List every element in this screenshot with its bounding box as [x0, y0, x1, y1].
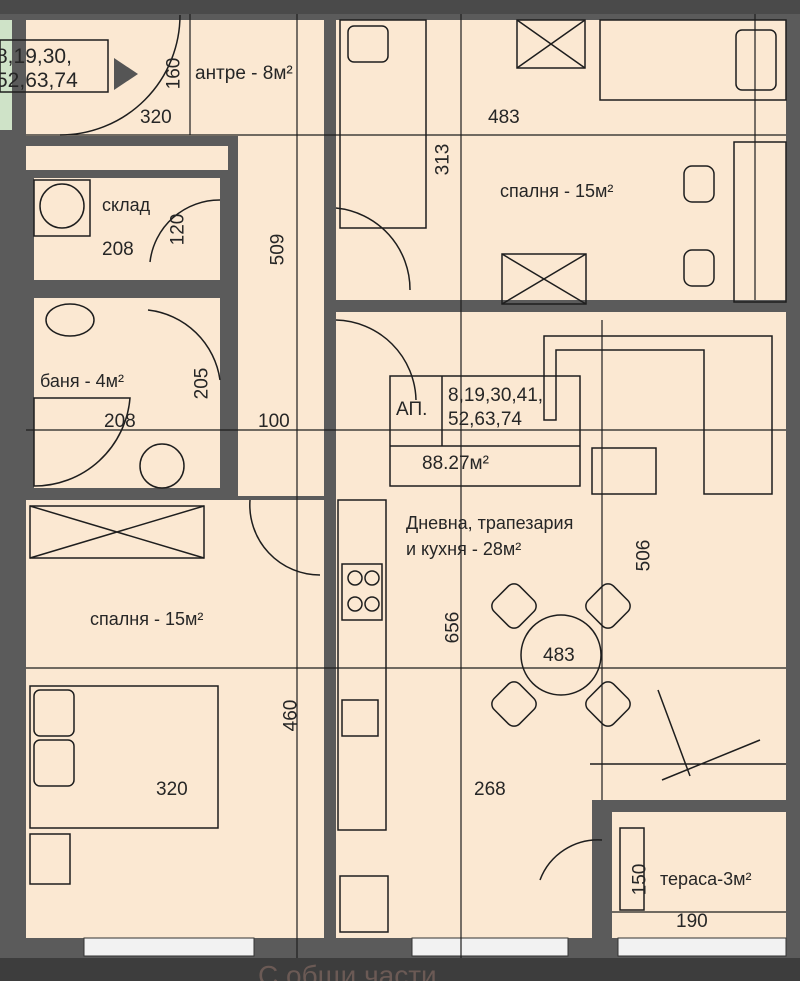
corridor-floor [238, 136, 324, 496]
living-label-line1: Дневна, трапезария [406, 513, 574, 533]
apartment-tag-box [389, 375, 581, 487]
dim-table: 483 [543, 645, 575, 666]
bathroom-floor [34, 298, 220, 488]
dim-bathroom-horizontal: 208 [104, 411, 136, 432]
dim-storage-vertical: 120 [167, 213, 189, 246]
fridge [339, 875, 389, 933]
wardrobe [501, 253, 587, 305]
washing-machine-icon [39, 183, 85, 229]
window [411, 937, 569, 957]
pillow-icon [347, 25, 389, 63]
windows [83, 937, 787, 957]
furniture [29, 19, 787, 933]
dim-bedroom-bottom-horizontal: 320 [156, 779, 188, 800]
storage-door-swing [149, 199, 221, 263]
window [617, 937, 787, 957]
wardrobe [29, 505, 205, 559]
dim-storage-horizontal: 208 [102, 239, 134, 260]
toilet-icon [45, 303, 95, 337]
chair-icon [683, 249, 715, 287]
entry-door-swing [59, 14, 181, 136]
apartment-tag-partial-line2: 52,63,74 [0, 69, 78, 92]
dim-living-left: 656 [442, 611, 464, 644]
nightstand [29, 833, 71, 885]
wardrobe [516, 19, 586, 69]
chair-icon [491, 583, 537, 629]
antre-label: антре - 8м² [195, 63, 293, 84]
sink-icon [139, 443, 185, 489]
living-floor [336, 312, 786, 800]
chair-icon [585, 681, 631, 727]
terrace-door-swing [539, 839, 603, 881]
dining-table [520, 614, 602, 696]
kitchen-counter [337, 499, 387, 831]
kitchen-floor [336, 790, 592, 938]
bed-top-right [599, 19, 787, 101]
balcony-door [590, 689, 786, 781]
dim-antre-horizontal: 320 [140, 107, 172, 128]
living-label-line2: и кухня - 28м² [406, 539, 522, 559]
apartment-tag-numbers-line1: 8,19,30,41, [448, 385, 544, 406]
dim-terrace-vertical: 150 [629, 863, 651, 896]
bathroom-door-swing [147, 309, 221, 381]
sofa [543, 335, 773, 495]
apartment-tag-partial-box [0, 39, 109, 93]
desk [733, 141, 787, 303]
dim-antre-vertical: 160 [163, 57, 185, 90]
apartment-tag-area: 88.27м² [422, 453, 489, 474]
bedroom-bottom-label: спалня - 15м² [90, 609, 204, 629]
footer-text: С общи части [258, 960, 437, 981]
pillow-icon [33, 689, 75, 737]
dim-bedroom-bottom-vertical: 460 [280, 699, 302, 732]
dim-door: 100 [258, 411, 290, 432]
terrace-label: тераса-3м² [660, 869, 752, 889]
coffee-table [591, 447, 657, 495]
pillow-icon [33, 739, 75, 787]
dim-living-right: 506 [633, 539, 655, 572]
bedroom-top-label: спалня - 15м² [500, 181, 614, 201]
entry-arrow-icon [114, 58, 138, 90]
terrace-floor [612, 812, 786, 938]
green-strip [0, 20, 12, 130]
bedroom-door-swing [335, 207, 411, 291]
room-floors [26, 20, 786, 938]
chair-icon [585, 583, 631, 629]
chair-icon [491, 681, 537, 727]
living-door-swing [335, 319, 417, 401]
bathroom-label: баня - 4м² [40, 371, 124, 391]
apartment-tag-partial-line1: 8,19,30, [0, 45, 72, 68]
top-wall-band [0, 0, 800, 14]
closet-floor [26, 146, 228, 170]
dim-terrace-horizontal: 190 [676, 911, 708, 932]
doors [59, 14, 603, 881]
dim-bedroom-top-horizontal: 483 [488, 107, 520, 128]
dim-corridor: 509 [267, 233, 289, 266]
dim-living-horizontal: 268 [474, 779, 506, 800]
window [83, 937, 255, 957]
bed-bottom [29, 685, 219, 829]
stove-icon [341, 563, 383, 621]
bottom-band [0, 958, 800, 981]
storage-floor [34, 178, 220, 280]
grid-lines [26, 14, 786, 958]
apartment-tag-numbers-line2: 52,63,74 [448, 409, 522, 430]
bedroom-bottom-floor [26, 500, 324, 938]
storage-label: склад [102, 195, 151, 215]
dim-bedroom-top-vertical: 313 [432, 143, 454, 176]
dim-bathroom-vertical: 205 [191, 367, 213, 400]
bed-top [339, 19, 427, 229]
sink-icon [341, 699, 379, 737]
shower-icon [33, 397, 131, 487]
bedroom-bottom-door-swing [249, 499, 321, 576]
apartment-tag-prefix: АП. [396, 399, 428, 420]
pillow-icon [735, 29, 777, 91]
chair-icon [683, 165, 715, 203]
